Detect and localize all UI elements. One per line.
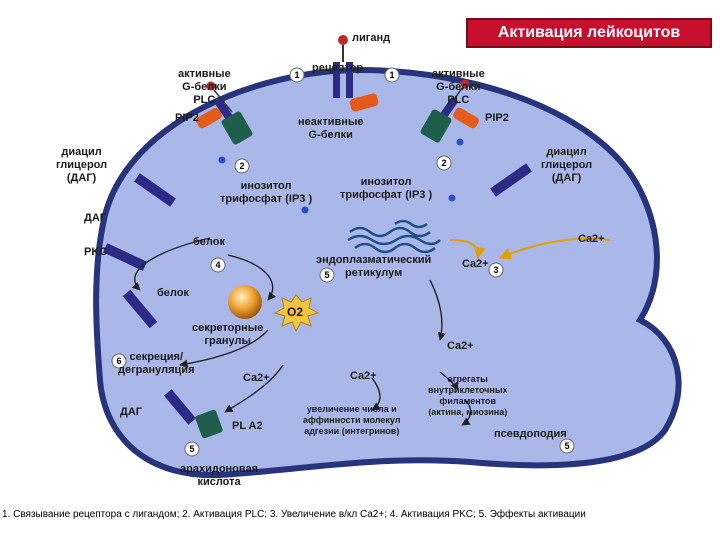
endoplasmic-reticulum [347,219,441,254]
step-1-left [289,67,305,83]
step-6 [111,353,127,369]
receptor-left [333,62,340,98]
affinity-label: увеличение числа и аффинности молекул ад… [303,404,401,436]
ca-mid-label: Ca2+ [350,370,377,382]
ip3-right-label: инозитол трифосфат (IP3 ) [340,176,433,201]
ip3-dot-right [448,194,456,202]
pseudopodia-label: псевдоподия [494,428,567,440]
arachidonic-label: арахидоновая кислота [180,463,259,488]
pip2-right-label: PIP2 [485,112,509,124]
inactive-g-label: неактивные G-белки [298,116,364,141]
step-5-right-text: 5 [564,441,569,451]
ligand-molecule [338,35,348,62]
ca-right-label: Ca2+ [447,340,474,352]
step-5-er-text: 5 [324,270,329,280]
active-g-right-label: активные G-белки PLC [432,68,485,106]
ip3-left-label: инозитол трифосфат (IP3 ) [220,180,313,205]
ca-er-label: Ca2+ [462,258,489,270]
ip3-dot-mid [301,206,309,214]
step-6-text: 6 [116,356,121,366]
o2-burst [273,294,320,333]
o2-label: O2 [287,305,304,319]
step-markers: 1 1 2 2 4 3 5 6 5 5 [111,67,575,457]
active-g-left-label: активные G-белки PLC [178,68,231,106]
dag-right-top-label: диацил глицерол (ДАГ) [541,146,593,184]
step-1-right-text: 1 [389,70,394,80]
protein-bottom-label: белок [157,287,189,299]
ip3-dot-right-top [456,138,464,146]
receptor-right [346,62,353,98]
secretion-label: секреция/ дегрануляция [118,351,195,376]
dag-bottom-label: ДАГ [120,406,143,418]
dag-bottom-channel [163,389,197,425]
step-3-text: 3 [493,265,498,275]
receptor-label: рецептор [312,62,364,74]
ca-release-arrow [449,239,486,260]
pkc-label: PKC [84,246,108,258]
ligand-label: лиганд [352,32,391,44]
step-3 [488,262,504,278]
diagram-title: Активация лейкоцитов [466,18,712,48]
ca-membrane-label: Ca2+ [578,233,605,245]
pla2-enzyme [195,409,223,439]
aggregates-label: агрегаты внутриклеточных филаментов (акт… [428,374,508,417]
pkc-channel [102,243,148,271]
secretory-granules-label: секреторные гранулы [192,322,264,347]
dag-channel-left [134,173,176,207]
ca-mid-left-label: Ca2+ [243,372,270,384]
step-5-left-text: 5 [189,444,194,454]
step-2-right-text: 2 [441,158,446,168]
step-5-left [184,441,200,457]
step-5-right [559,438,575,454]
pathway-arrows [131,237,472,426]
pla2-label: PL A2 [232,420,263,432]
step-1-left-text: 1 [294,70,299,80]
er-label: эндоплазматический ретикулум [316,254,432,279]
receptor-complex-left [196,81,253,145]
integrin-left-bottom [122,289,158,329]
ca-influx-arrow [498,237,611,260]
figure-caption: 1. Связывание рецептора с лигандом; 2. А… [2,509,586,520]
receptor-complex-right [420,79,479,143]
dag-mid-label: ДАГ [84,212,107,224]
step-2-left-text: 2 [239,161,244,171]
secretory-granule [228,285,262,319]
inactive-g-protein [349,93,379,112]
step-4 [210,257,226,273]
dag-left-top-label: диацил глицерол (ДАГ) [56,146,108,184]
protein-top-label: белок [193,236,225,248]
step-1-right [384,67,400,83]
step-4-text: 4 [215,260,220,270]
step-5-er [319,267,335,283]
ip3-dot-left [218,156,226,164]
dag-channel-right [490,163,532,197]
pip2-left-label: PIP2 [175,112,199,124]
step-2-left [234,158,250,174]
step-2-right [436,155,452,171]
